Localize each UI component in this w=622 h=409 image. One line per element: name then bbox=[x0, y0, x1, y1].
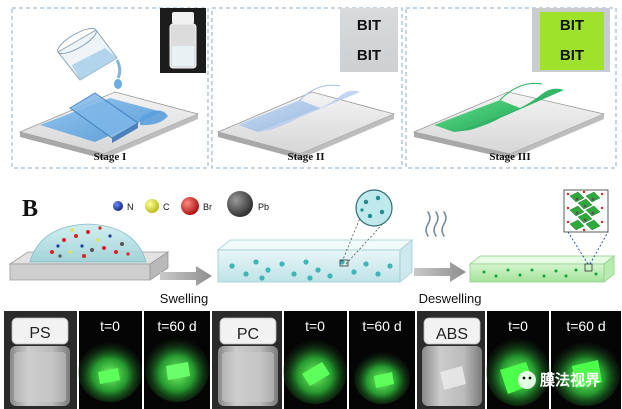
photo-ps-t60: t=60 d bbox=[144, 311, 210, 409]
legend-pb: Pb bbox=[258, 202, 269, 212]
bit-text-2b: BIT bbox=[357, 47, 381, 64]
panel-a: A Stage I bbox=[11, 7, 617, 169]
photo-ps-jar: PS bbox=[4, 311, 77, 409]
bit-film-photo-stage-2: BIT BIT bbox=[340, 8, 398, 72]
beaker-icon bbox=[57, 27, 122, 89]
process-deswelling: Deswelling bbox=[419, 291, 482, 306]
heat-wave-icon bbox=[425, 211, 447, 237]
bit-text-3b: BIT bbox=[560, 47, 584, 64]
photo-pc-jar: PC bbox=[212, 311, 282, 409]
panel-b-label: B bbox=[22, 196, 38, 222]
watermark: 膜法视界 bbox=[518, 371, 600, 389]
stage-1-label: Stage I bbox=[94, 151, 127, 163]
precursor-droplet bbox=[8, 223, 170, 281]
abs-time-60: t=60 d bbox=[566, 318, 605, 334]
bit-text-3a: BIT bbox=[560, 17, 584, 34]
stage-2-substrate bbox=[216, 84, 396, 159]
atom-legend: N C Br Pb bbox=[113, 191, 269, 217]
arrow-swelling bbox=[160, 266, 212, 286]
photo-abs-jar: ABS bbox=[417, 311, 485, 409]
nanocrystal-film bbox=[468, 189, 616, 283]
stage-3-substrate bbox=[412, 82, 606, 159]
watermark-text: 膜法视界 bbox=[540, 371, 600, 389]
droplet-icon bbox=[114, 79, 122, 89]
stage-3-label: Stage III bbox=[489, 151, 530, 163]
vial-photo bbox=[160, 8, 206, 73]
cap-label-pc: PC bbox=[237, 326, 259, 343]
bit-text-2a: BIT bbox=[357, 17, 381, 34]
bit-film-photo-stage-3: BIT BIT bbox=[532, 8, 610, 72]
swollen-polymer-slab bbox=[216, 189, 414, 283]
pc-time-60: t=60 d bbox=[362, 318, 401, 334]
photo-pc-t60: t=60 d bbox=[349, 311, 415, 409]
atom-br-icon bbox=[181, 197, 199, 215]
process-swelling: Swelling bbox=[160, 291, 208, 306]
legend-c: C bbox=[163, 202, 170, 212]
legend-br: Br bbox=[203, 202, 212, 212]
stage-2-label: Stage II bbox=[288, 151, 325, 163]
photo-pc-t0: t=0 bbox=[283, 311, 347, 409]
panel-b: B N C Br Pb bbox=[8, 189, 616, 306]
ps-time-60: t=60 d bbox=[157, 318, 196, 334]
atom-c-icon bbox=[145, 199, 159, 213]
crystal-lattice-icon bbox=[563, 189, 609, 233]
atom-pb-icon bbox=[227, 191, 253, 217]
precursor-ions bbox=[50, 226, 130, 258]
photo-strip: PS t=0 t=60 d PC t=0 bbox=[4, 311, 621, 409]
legend-n: N bbox=[127, 202, 134, 212]
abs-time-0: t=0 bbox=[508, 318, 528, 334]
zoom-circle bbox=[355, 189, 393, 227]
atom-n-icon bbox=[113, 201, 123, 211]
nanocrystal-dots bbox=[482, 268, 598, 278]
photo-abs-t60: t=60 d bbox=[551, 311, 621, 409]
wechat-icon bbox=[518, 371, 536, 389]
photo-abs-t0: t=0 bbox=[486, 311, 550, 409]
cap-label-ps: PS bbox=[29, 325, 50, 342]
photo-ps-t0: t=0 bbox=[78, 311, 142, 409]
stage-1-substrate bbox=[18, 91, 200, 159]
ps-time-0: t=0 bbox=[100, 318, 120, 334]
pc-time-0: t=0 bbox=[305, 318, 325, 334]
arrow-deswelling bbox=[414, 262, 466, 282]
cap-label-abs: ABS bbox=[436, 326, 468, 343]
